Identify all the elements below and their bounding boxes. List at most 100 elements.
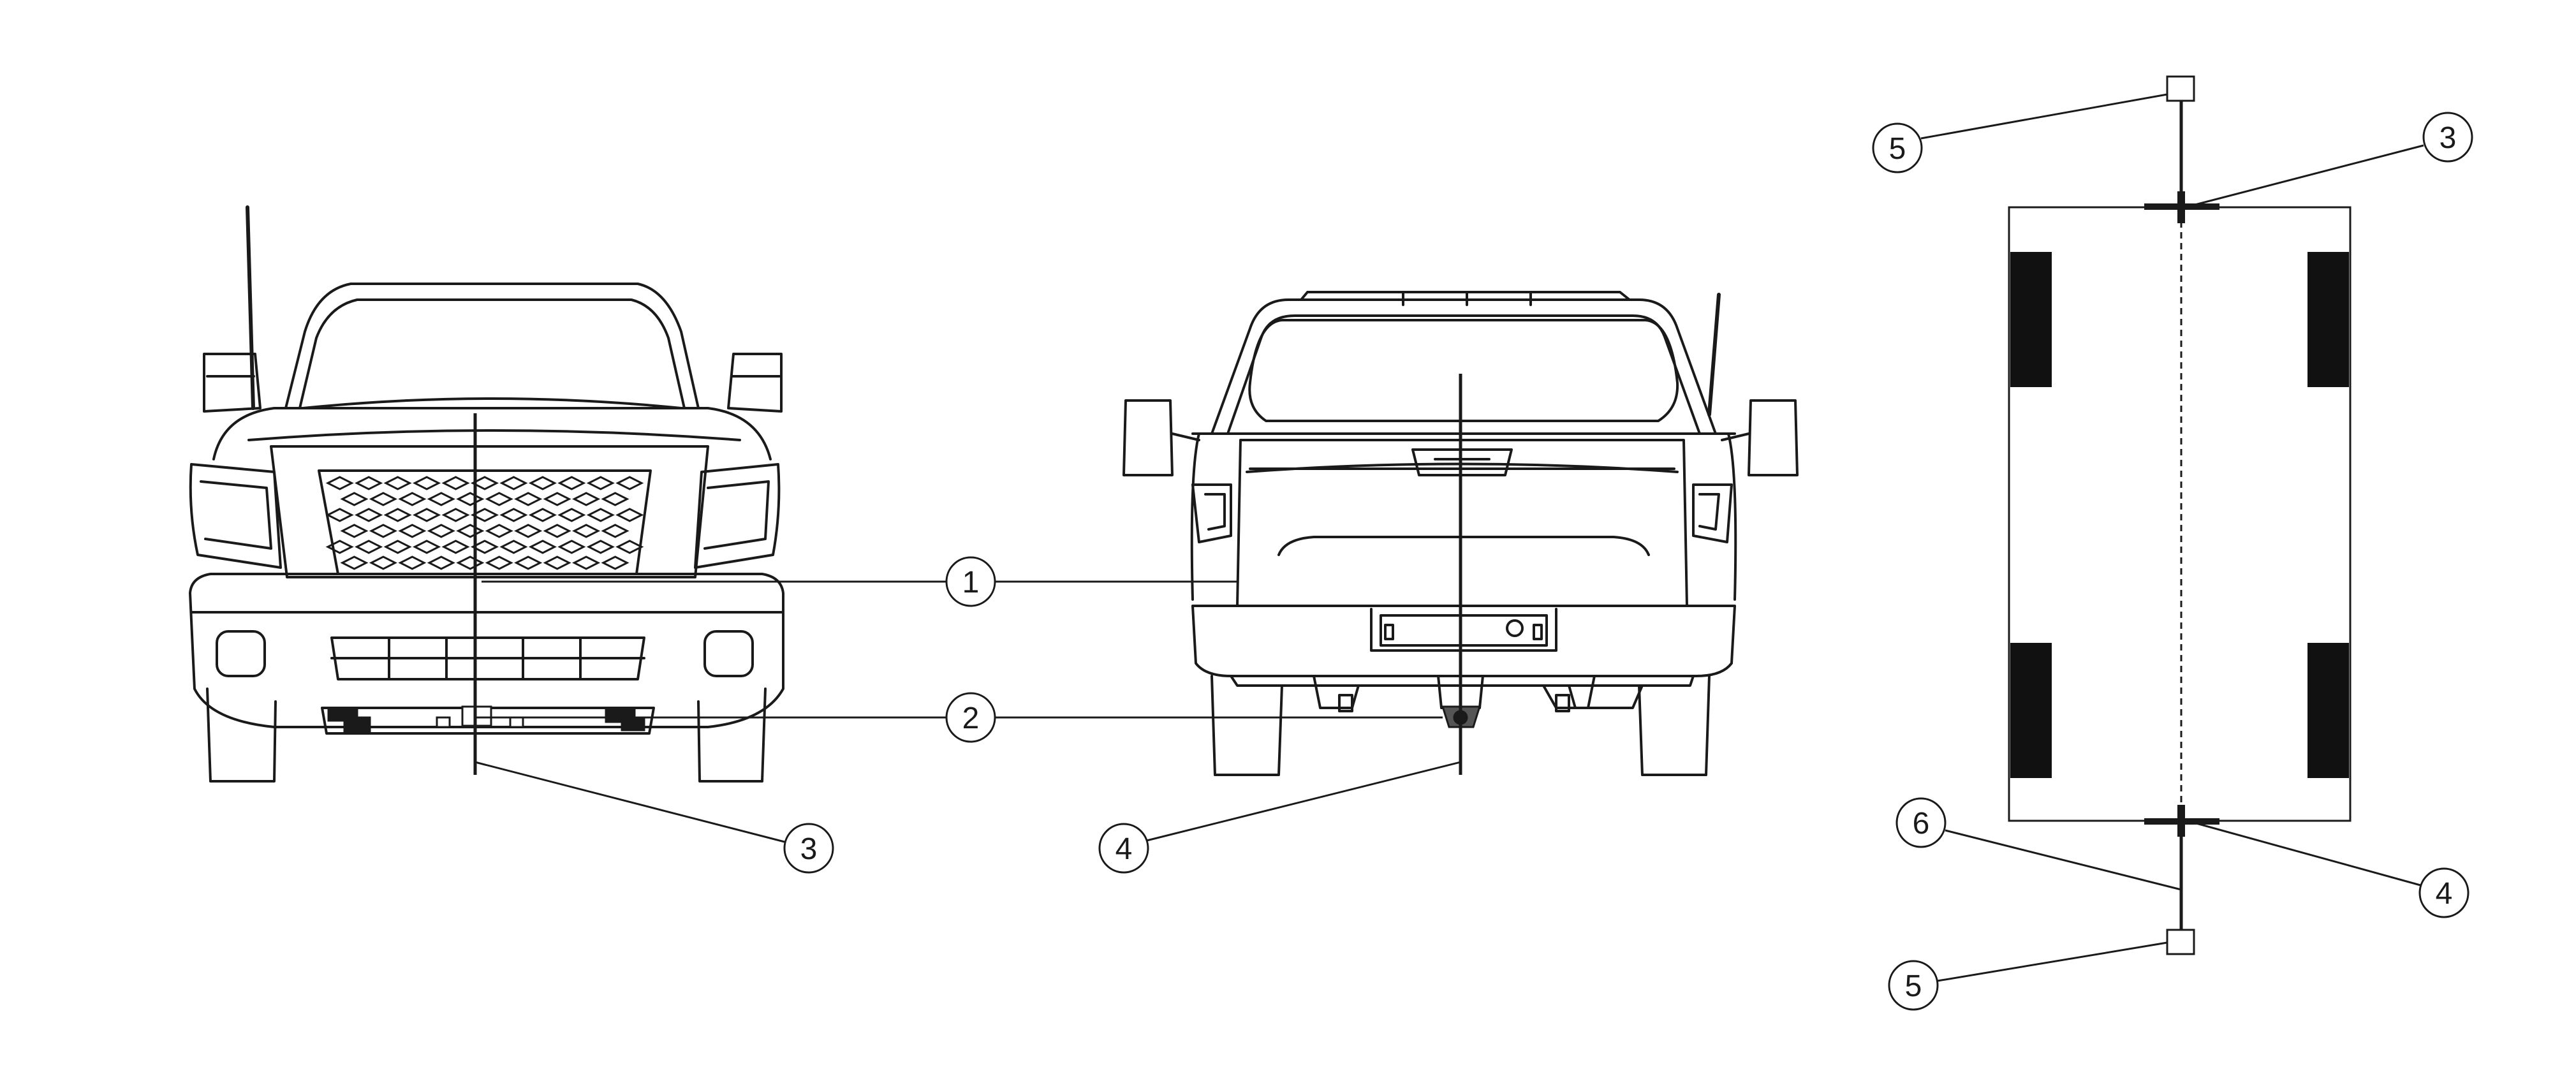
- front-left-fog-light: [216, 630, 266, 677]
- front-right-mirror: [727, 353, 783, 413]
- grille-mesh-cell: [528, 508, 557, 522]
- grille-mesh-cell: [543, 555, 571, 570]
- top-tire-front-right: [2307, 252, 2349, 387]
- grille-mesh-cell: [427, 524, 455, 538]
- front-left-tire: [206, 687, 277, 783]
- grille-mesh-cell: [383, 508, 412, 522]
- grille-mesh-cell: [615, 540, 644, 554]
- front-tow-hooks: [327, 705, 645, 733]
- callout-1: 1: [945, 556, 996, 607]
- grille-mesh-cell: [398, 524, 427, 538]
- callout-5-top: 5: [1872, 122, 1923, 173]
- grille-mesh-cell: [325, 476, 354, 490]
- grille-mesh-cell: [427, 492, 455, 506]
- front-right-fog-light: [703, 630, 754, 677]
- grille-mesh-cell: [325, 508, 354, 522]
- callout-3-front-label: 3: [800, 832, 818, 866]
- callout-4-rear-label: 4: [1115, 832, 1133, 866]
- grille-mesh-cell: [485, 524, 513, 538]
- rear-right-mirror: [1748, 399, 1799, 476]
- grille-mesh-cell: [413, 476, 441, 490]
- rear-cab-outline: [1211, 298, 1717, 435]
- grille-mesh-cell: [441, 540, 470, 554]
- grille-mesh-cell: [586, 540, 615, 554]
- grille-mesh-cell: [355, 476, 383, 490]
- callout-4-top-label: 4: [2436, 877, 2453, 911]
- front-left-headlight: [189, 463, 282, 569]
- grille-mesh-cell: [557, 508, 586, 522]
- front-left-mirror: [203, 353, 261, 413]
- callout-4-rear: 4: [1098, 823, 1149, 874]
- grille-mesh-cell: [543, 524, 571, 538]
- grille-mesh-cell: [470, 540, 499, 554]
- grille-mesh-cell: [355, 508, 383, 522]
- grille-mesh-cell: [499, 476, 528, 490]
- grille-mesh-cell: [528, 476, 557, 490]
- callout-3-top: 3: [2422, 112, 2473, 163]
- leader-lines: [475, 93, 2424, 982]
- top-stand-upper: [2166, 75, 2195, 102]
- grille-mesh-cell: [572, 555, 601, 570]
- callout-3-top-label: 3: [2440, 121, 2457, 155]
- top-tire-front-left: [2010, 252, 2052, 387]
- grille-mesh-cell: [369, 492, 397, 506]
- grille-mesh-cell: [470, 476, 499, 490]
- grille-mesh-cell: [413, 540, 441, 554]
- grille-mesh-cell: [340, 555, 369, 570]
- grille-mesh-cell: [499, 508, 528, 522]
- grille-mesh-cell: [499, 540, 528, 554]
- grille-mesh-cell: [601, 492, 629, 506]
- grille-mesh-cell: [514, 555, 543, 570]
- front-grille-mesh: [325, 476, 644, 570]
- rear-view-truck: [1122, 291, 1799, 776]
- callout-1-label: 1: [962, 566, 980, 599]
- grille-mesh-cell: [601, 555, 629, 570]
- callout-6: 6: [1895, 797, 1947, 848]
- front-antenna: [246, 205, 255, 410]
- grille-mesh-cell: [441, 476, 470, 490]
- callout-5-bottom-label: 5: [1905, 969, 1922, 1003]
- grille-mesh-cell: [514, 524, 543, 538]
- top-view-vehicle: [2008, 75, 2352, 955]
- grille-mesh-cell: [383, 540, 412, 554]
- callout-2: 2: [945, 692, 996, 743]
- callout-4-top: 4: [2418, 867, 2469, 918]
- rear-bumper: [1191, 605, 1736, 677]
- grille-mesh-cell: [325, 540, 354, 554]
- rear-antenna: [1707, 293, 1721, 416]
- front-cab-outline: [284, 283, 700, 409]
- rear-left-tail-light: [1191, 483, 1232, 543]
- grille-mesh-cell: [369, 524, 397, 538]
- grille-mesh-cell: [543, 492, 571, 506]
- callout-6-label: 6: [1913, 807, 1930, 841]
- grille-mesh-cell: [441, 508, 470, 522]
- front-right-headlight: [694, 463, 781, 569]
- callout-2-label: 2: [962, 702, 980, 735]
- top-stand-lower: [2166, 929, 2195, 955]
- grille-mesh-cell: [586, 476, 615, 490]
- grille-mesh-cell: [398, 492, 427, 506]
- grille-mesh-cell: [340, 524, 369, 538]
- grille-mesh-cell: [456, 524, 485, 538]
- grille-mesh-cell: [572, 524, 601, 538]
- grille-mesh-cell: [456, 555, 485, 570]
- grille-mesh-cell: [470, 508, 499, 522]
- grille-mesh-cell: [586, 508, 615, 522]
- grille-mesh-cell: [572, 492, 601, 506]
- grille-mesh-cell: [615, 476, 644, 490]
- grille-mesh-cell: [355, 540, 383, 554]
- grille-mesh-cell: [557, 540, 586, 554]
- grille-mesh-cell: [528, 540, 557, 554]
- top-vehicle-outline: [2008, 206, 2352, 822]
- grille-mesh-cell: [369, 555, 397, 570]
- rear-right-tire: [1638, 675, 1711, 776]
- grille-mesh-cell: [383, 476, 412, 490]
- front-right-tire: [697, 687, 767, 783]
- grille-mesh-cell: [485, 555, 513, 570]
- grille-mesh-cell: [456, 492, 485, 506]
- rear-right-tail-light: [1692, 483, 1733, 543]
- grille-mesh-cell: [601, 524, 629, 538]
- grille-mesh-cell: [615, 508, 644, 522]
- grille-mesh-cell: [340, 492, 369, 506]
